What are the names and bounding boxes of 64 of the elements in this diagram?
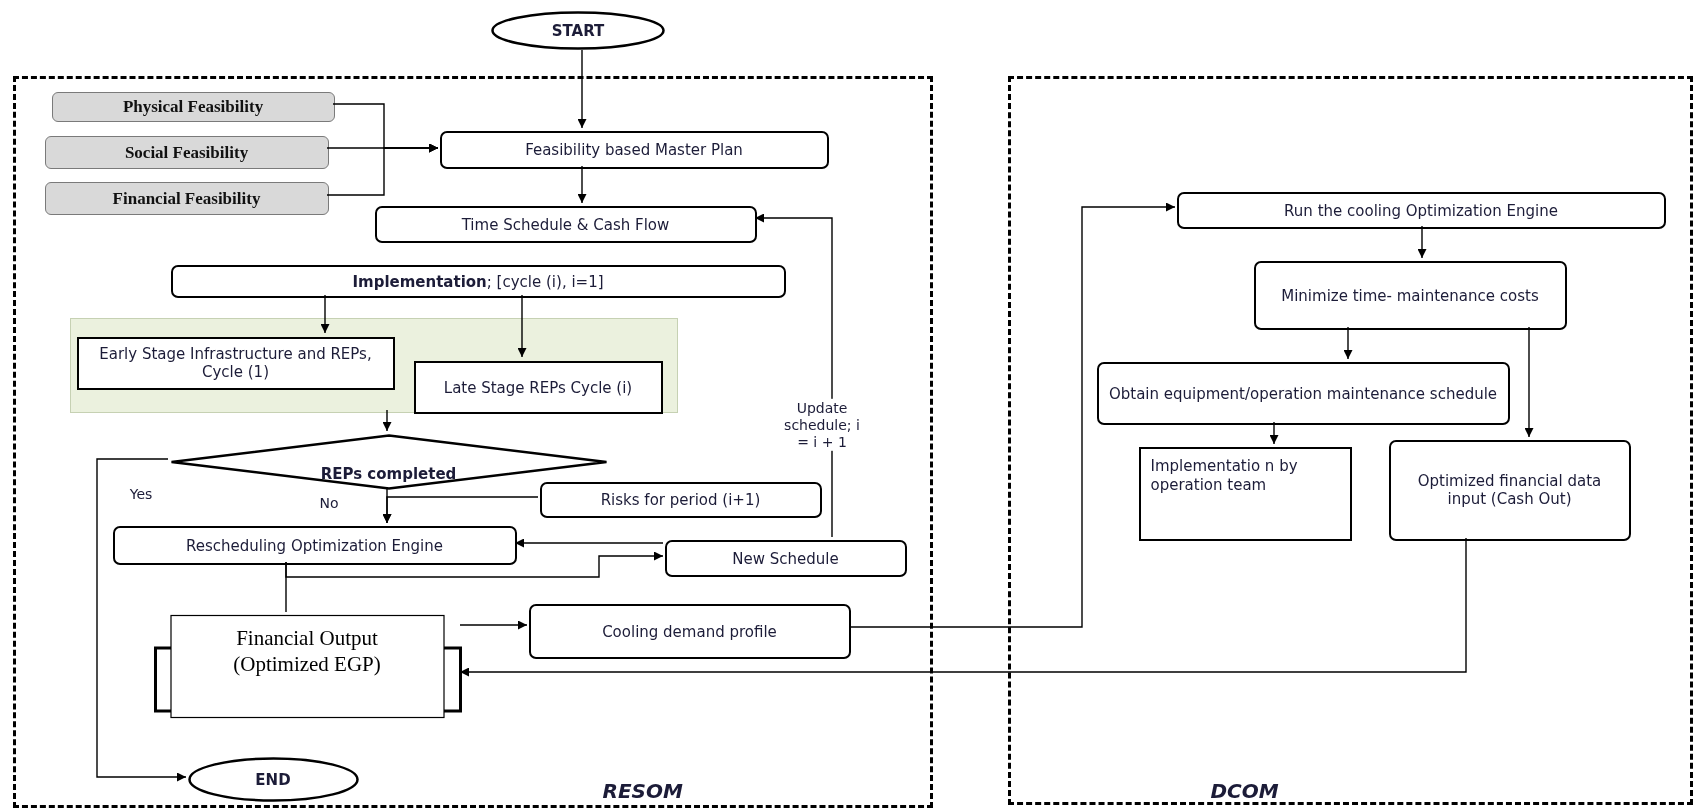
node-text: Time Schedule & Cash Flow: [460, 215, 671, 234]
node-text: Financial Feasibility: [111, 187, 262, 210]
node-text: Obtain equipment/operation maintenance schedule: [1107, 384, 1499, 403]
arrow: [326, 143, 439, 196]
node-text: Financial Output (Optimized EGP): [232, 625, 382, 678]
dashed-region: [12, 76, 933, 808]
arrow: [1269, 421, 1279, 445]
process-box: [413, 361, 663, 414]
node-text: Risks for period (i+1): [599, 490, 762, 510]
process-box: [439, 131, 829, 169]
process-box: [528, 604, 851, 659]
node-text: END: [254, 770, 292, 789]
process-box: [374, 206, 757, 243]
arrow: [1524, 326, 1534, 438]
output-box: [153, 615, 462, 718]
process-box: [112, 526, 517, 565]
node-text: Implementatio n by operation team: [1149, 457, 1299, 495]
process-box: [539, 482, 822, 518]
arrow: [96, 458, 187, 782]
node-text: Social Feasibility: [123, 141, 250, 164]
arrow: [514, 538, 664, 548]
region-title: RESOM: [602, 779, 683, 804]
arrow: [1417, 225, 1427, 259]
process-box: [1176, 192, 1666, 229]
region-title: DCOM: [1210, 779, 1279, 804]
arrow: [848, 202, 1176, 628]
input-box: [51, 92, 335, 122]
input-box: [44, 182, 329, 215]
arrow: [285, 551, 664, 578]
terminal-ellipse: [491, 11, 665, 50]
input-box: [44, 136, 329, 169]
node-text: Implementation; [cycle (i), i=1]: [351, 272, 605, 291]
arrow: [382, 496, 539, 524]
node-text: Optimized financial data input (Cash Out): [1416, 471, 1603, 510]
node-text: Feasibility based Master Plan: [524, 140, 744, 160]
node-text: Late Stage REPs Cycle (i): [442, 378, 634, 397]
node-text: Run the cooling Optimization Engine: [1283, 201, 1559, 220]
decision-diamond: [169, 434, 608, 490]
process-box: [170, 265, 786, 298]
node-text: Cooling demand profile: [601, 622, 778, 641]
process-box: [76, 337, 395, 390]
arrow: [577, 49, 587, 129]
process-box: [1138, 447, 1352, 541]
node-text: Physical Feasibility: [121, 96, 265, 118]
process-box: [1096, 362, 1510, 425]
node-text: Minimize time- maintenance costs: [1280, 286, 1540, 305]
arrow: [1343, 326, 1353, 360]
node-text: Rescheduling Optimization Engine: [184, 536, 445, 555]
arrow: [459, 620, 528, 630]
node-text: New Schedule: [731, 549, 840, 568]
arrow: [382, 409, 392, 432]
node-text: Early Stage Infrastructure and REPs, Cycle (1): [98, 344, 373, 383]
node-text: START: [550, 21, 606, 40]
arrow: [459, 537, 1467, 677]
arrow: [577, 165, 587, 204]
arrow: [320, 294, 330, 334]
process-box: [1253, 261, 1567, 330]
dashed-region: [1007, 76, 1693, 805]
node-text: REPs completed: [319, 464, 458, 484]
arrow: [517, 294, 527, 358]
process-box: [1388, 440, 1631, 541]
shaded-panel: [69, 318, 678, 413]
process-box: [664, 540, 907, 577]
terminal-ellipse: [187, 757, 359, 802]
